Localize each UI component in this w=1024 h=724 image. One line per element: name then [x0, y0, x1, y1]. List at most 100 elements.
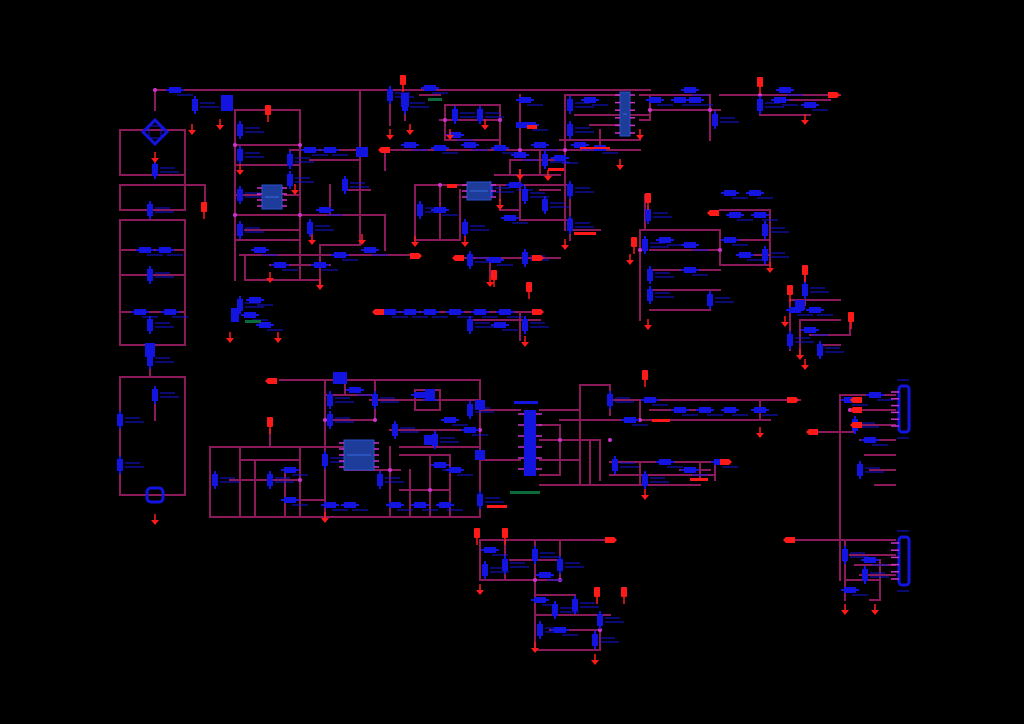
sense-resistor-icon	[574, 232, 596, 235]
ground-symbol-icon	[756, 427, 764, 438]
resistor-icon	[641, 397, 668, 406]
transistor-icon	[475, 450, 485, 460]
power-flag-shape	[410, 253, 422, 259]
component-body	[384, 309, 396, 315]
component-body	[522, 252, 528, 264]
component-body	[762, 224, 768, 236]
ground-triangle	[291, 190, 299, 195]
wire-junction	[558, 438, 562, 442]
component-body	[864, 437, 876, 443]
component-body	[237, 224, 243, 236]
power-flag-icon	[631, 237, 637, 254]
resistor-icon	[681, 467, 708, 476]
component-body	[504, 215, 516, 221]
ground-symbol-icon	[636, 129, 644, 140]
component-body	[869, 392, 881, 398]
ground-symbol-icon	[291, 184, 299, 195]
component-body	[739, 252, 751, 258]
resistor-icon	[607, 391, 634, 409]
resistor-icon	[166, 87, 193, 96]
ground-triangle	[486, 282, 494, 287]
component-body	[414, 502, 426, 508]
wire-junction	[233, 143, 237, 147]
ground-triangle	[641, 495, 649, 500]
resistor-icon	[656, 459, 683, 468]
resistor-icon	[597, 611, 624, 629]
ground-symbol-icon	[386, 129, 394, 140]
ground-triangle	[636, 135, 644, 140]
component-body	[659, 237, 671, 243]
resistor-icon	[762, 246, 789, 264]
resistor-icon	[681, 267, 708, 276]
ground-triangle	[386, 135, 394, 140]
resistor-icon	[401, 142, 428, 151]
resistor-icon	[801, 102, 828, 111]
resistor-icon	[746, 190, 773, 199]
resistor-icon	[542, 196, 569, 214]
component-body	[552, 604, 558, 616]
power-flag-icon	[491, 270, 497, 287]
component-body	[864, 557, 876, 563]
power-flag-shape	[645, 193, 651, 203]
resistor-icon	[647, 266, 674, 284]
component-body	[574, 142, 586, 148]
power-flag-shape	[802, 265, 808, 275]
wire-junction	[438, 183, 442, 187]
sense-resistor-icon	[652, 419, 670, 422]
transistor-icon	[333, 372, 347, 384]
power-flag-icon	[400, 75, 406, 92]
component-body	[557, 559, 563, 571]
resistor-icon	[477, 491, 504, 509]
transformer-label-bar	[514, 401, 538, 404]
ground-triangle	[626, 260, 634, 265]
ground-symbol-icon	[766, 262, 774, 273]
ground-triangle	[226, 338, 234, 343]
ground-symbol-icon	[321, 512, 329, 523]
resistor-icon	[346, 387, 373, 396]
component-body	[464, 427, 476, 433]
component-body	[404, 142, 416, 148]
power-flag-shape	[400, 75, 406, 85]
component-body	[387, 89, 393, 101]
wire-junction	[373, 418, 377, 422]
power-flag-icon	[828, 92, 840, 98]
component-body	[862, 569, 868, 581]
component-body	[567, 219, 573, 231]
resistor-icon	[681, 87, 708, 96]
component-body	[724, 407, 736, 413]
component-body	[494, 322, 506, 328]
component-body	[584, 97, 596, 103]
power-flag-shape	[378, 147, 390, 153]
resistor-icon	[287, 171, 314, 189]
component-body	[389, 502, 401, 508]
component-body	[152, 164, 158, 176]
power-flag-shape	[594, 587, 600, 597]
resistor-icon	[612, 456, 639, 474]
resistor-icon	[531, 142, 558, 151]
power-flag-icon	[850, 407, 862, 413]
connector-body	[897, 535, 911, 587]
wire-junction	[608, 438, 612, 442]
component-body	[724, 237, 736, 243]
power-flag-shape	[532, 255, 544, 261]
wire-junction	[518, 148, 522, 152]
component-body	[539, 572, 551, 578]
component-body	[434, 462, 446, 468]
component-body	[344, 502, 356, 508]
component-body	[467, 319, 473, 331]
ground-symbol-icon	[266, 272, 274, 283]
component-body	[287, 154, 293, 166]
resistor-icon	[736, 252, 763, 261]
component-body	[542, 199, 548, 211]
component-body	[467, 254, 473, 266]
resistor-icon	[237, 121, 264, 139]
component-body	[424, 309, 436, 315]
ground-triangle	[516, 175, 524, 180]
component-body	[152, 389, 158, 401]
resistor-icon	[321, 147, 348, 156]
component-body	[327, 394, 333, 406]
resistor-icon	[161, 309, 188, 318]
resistor-icon	[421, 85, 448, 94]
resistor-icon	[671, 407, 698, 416]
ground-symbol-icon	[841, 604, 849, 615]
